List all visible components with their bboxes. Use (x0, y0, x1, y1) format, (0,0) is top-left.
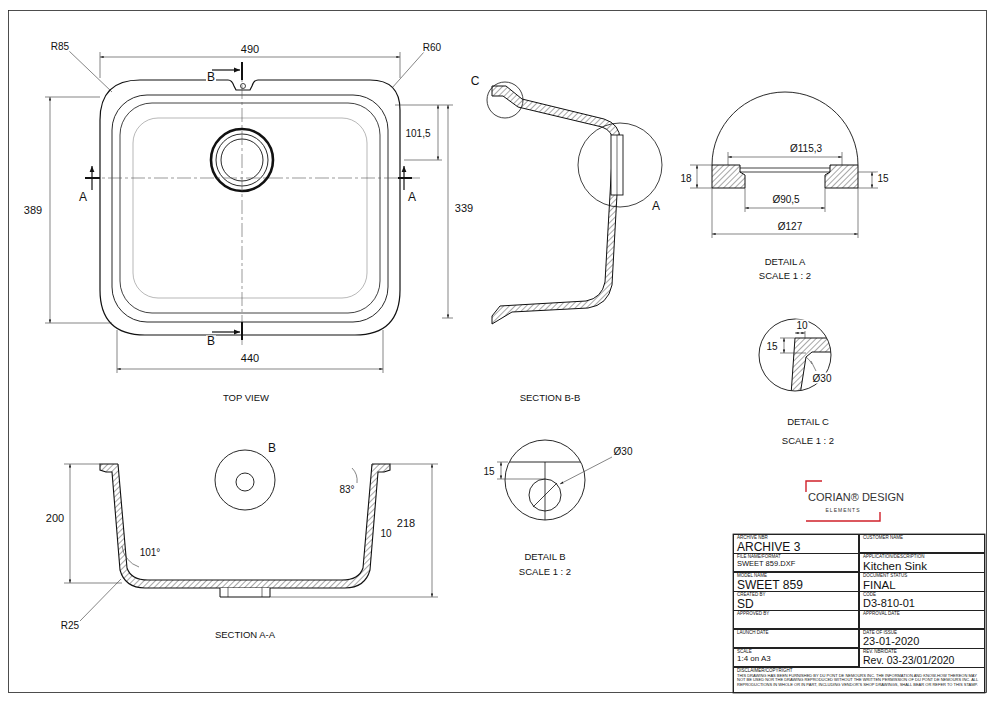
title-block-cell: ARCHIVE NBRARCHIVE 3 (733, 534, 859, 555)
detail-a (690, 92, 878, 238)
title-block-cell: FILE NAME/FORMATSWEET 859.DXF (733, 553, 859, 572)
dimension-value: 18 (679, 173, 692, 184)
title-block-cell: DISCLAIMER/COPYRIGHTTHIS DRAWING HAS BEE… (733, 667, 985, 693)
field-heading: CREATED BY (737, 593, 855, 598)
section-b-b (487, 82, 662, 324)
radius-dim: R85 (50, 41, 70, 52)
field-heading: APPROVED BY (737, 612, 855, 617)
view-title: SECTION A-A (214, 630, 276, 640)
dimension-value: 218 (396, 517, 416, 529)
dimension-value: 101,5 (404, 128, 431, 139)
field-value: SD (737, 598, 855, 611)
field-heading: APPLICATION/DESCRIPTION (863, 555, 981, 560)
field-value: Rev. 03-23/01/2020 (863, 655, 981, 666)
section-marker: B (206, 71, 216, 84)
view-title: SECTION B-B (519, 393, 582, 403)
view-scale: SCALE 1 : 2 (758, 271, 812, 281)
view-scale: SCALE 1 : 2 (781, 436, 835, 446)
title-block-cell: SCALE1:4 on A3 (733, 648, 859, 667)
view-title: DETAIL B (523, 552, 566, 562)
dimension-value: Ø127 (777, 221, 803, 232)
field-value: 1:4 on A3 (737, 655, 855, 664)
logo-text: ELEMENTS (825, 508, 862, 514)
detail-marker: B (267, 442, 277, 455)
section-a-a (64, 450, 438, 621)
field-value: SWEET 859.DXF (737, 560, 855, 568)
radius-dim: R60 (422, 42, 442, 53)
dimension-value: Ø115,3 (789, 143, 823, 154)
dimension-value: Ø30 (812, 373, 833, 384)
title-block-cell: DOCUMENT STATUSFINAL (859, 572, 985, 593)
field-heading: LAUNCH DATE (737, 631, 855, 636)
title-block-cell: CUSTOMER NAME (859, 534, 985, 553)
title-block-cell: REV. NBR/DATERev. 03-23/01/2020 (859, 648, 985, 668)
top-view (45, 50, 453, 373)
dimension-value: 490 (240, 43, 260, 55)
field-heading: CUSTOMER NAME (863, 536, 981, 541)
dimension-value: 440 (240, 352, 260, 364)
detail-b (497, 440, 612, 522)
title-block-cell: CREATED BYSD (733, 591, 859, 612)
field-value: D3-810-01 (863, 598, 981, 610)
dimension-value: 389 (23, 204, 43, 216)
dimension-value: 339 (454, 202, 474, 214)
dimension-value: Ø30 (613, 446, 634, 457)
title-block-cell: APPLICATION/DESCRIPTIONKitchen Sink (859, 553, 985, 574)
dimension-value: 15 (765, 341, 778, 352)
field-value: Kitchen Sink (863, 560, 981, 572)
sheet-frame (9, 11, 987, 693)
dimension-value: 15 (876, 173, 889, 184)
field-value: 23-01-2020 (863, 636, 981, 648)
dimension-value: 200 (45, 512, 65, 524)
title-block-cell: CODED3-810-01 (859, 591, 985, 611)
detail-marker: C (470, 75, 481, 88)
dimension-value: 10 (795, 320, 808, 331)
view-scale: SCALE 1 : 2 (518, 567, 572, 577)
field-value: SWEET 859 (737, 579, 855, 592)
title-block-cell: DATE OF ISSUE23-01-2020 (859, 629, 985, 649)
logo-text: CORIAN® DESIGN (807, 491, 905, 503)
title-block-cell: LAUNCH DATE (733, 629, 859, 648)
view-title: DETAIL A (764, 257, 807, 267)
detail-marker: A (651, 200, 661, 213)
field-heading: DOCUMENT STATUS (863, 574, 981, 579)
title-block-cell: APPROVAL DATE (859, 610, 985, 629)
angle-value: 101° (139, 547, 162, 558)
dimension-value: 15 (482, 466, 495, 477)
field-value: THIS DRAWING HAS BEEN FURNISHED BY DU PO… (737, 674, 981, 687)
section-marker: A (407, 191, 417, 204)
field-value: FINAL (863, 579, 981, 591)
view-title: DETAIL C (786, 417, 830, 427)
title-block-cell: APPROVED BY (733, 610, 859, 629)
radius-dim: R25 (60, 620, 80, 631)
dimension-value: 10 (379, 528, 392, 539)
title-block-cell: MODEL NAMESWEET 859 (733, 572, 859, 593)
title-block-frame (733, 534, 985, 693)
section-marker: B (206, 335, 216, 348)
dimension-value: Ø90,5 (771, 194, 800, 205)
section-marker: A (78, 191, 88, 204)
view-title: TOP VIEW (222, 393, 270, 403)
detail-c (759, 319, 835, 395)
angle-value: 83° (338, 484, 355, 495)
field-value: ARCHIVE 3 (737, 541, 855, 554)
field-heading: APPROVAL DATE (863, 612, 981, 617)
